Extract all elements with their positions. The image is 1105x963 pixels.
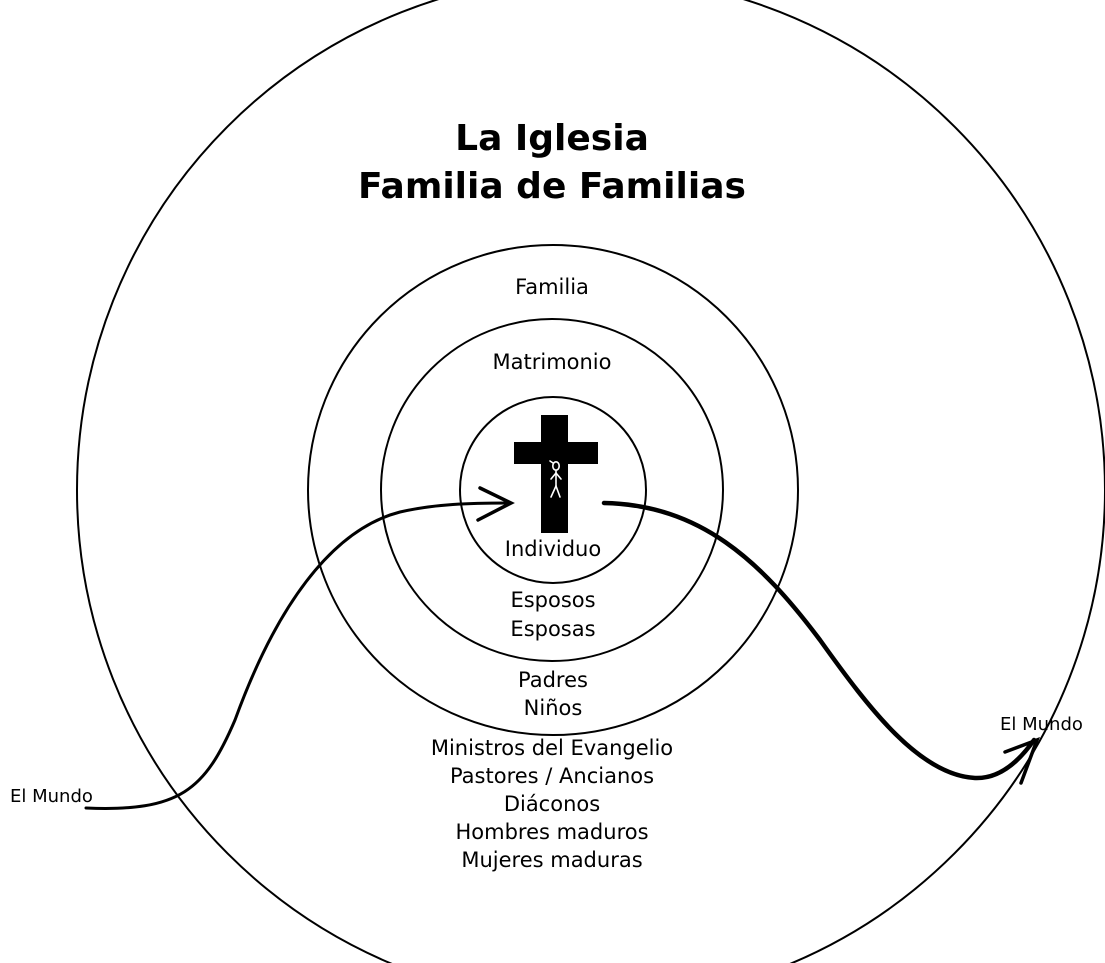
parents-label: Padres: [518, 668, 588, 692]
incoming-arrow-head-icon: [476, 486, 515, 522]
individual-circle: [459, 396, 647, 584]
role-pastors-elders: Pastores / Ancianos: [450, 764, 654, 788]
cross-icon: [514, 415, 598, 533]
diagram-title-line1: La Iglesia: [455, 118, 649, 159]
marriage-label: Matrimonio: [493, 350, 612, 374]
family-label: Familia: [515, 275, 589, 299]
crucified-figure-icon: [549, 460, 562, 498]
incoming-path-line: [84, 501, 510, 810]
church-circle: [76, 0, 1105, 963]
church-roles-list: Ministros del Evangelio Pastores / Ancia…: [431, 736, 673, 872]
role-mature-women: Mujeres maduras: [461, 848, 642, 872]
spouses-label-husbands: Esposos: [510, 588, 595, 612]
marriage-circle: [380, 318, 724, 662]
children-label: Niños: [524, 696, 583, 720]
world-label-left: El Mundo: [10, 786, 93, 807]
role-ministers: Ministros del Evangelio: [431, 736, 673, 760]
family-circle: [307, 244, 799, 736]
outgoing-arrow-head-icon: [1003, 737, 1040, 785]
spouses-label-wives: Esposas: [510, 617, 595, 641]
role-deacons: Diáconos: [504, 792, 600, 816]
diagram-title-line2: Familia de Familias: [358, 166, 746, 207]
individual-label: Individuo: [505, 537, 601, 561]
role-mature-men: Hombres maduros: [455, 820, 648, 844]
world-label-right: El Mundo: [1000, 714, 1083, 735]
outgoing-path-line: [601, 500, 1037, 781]
